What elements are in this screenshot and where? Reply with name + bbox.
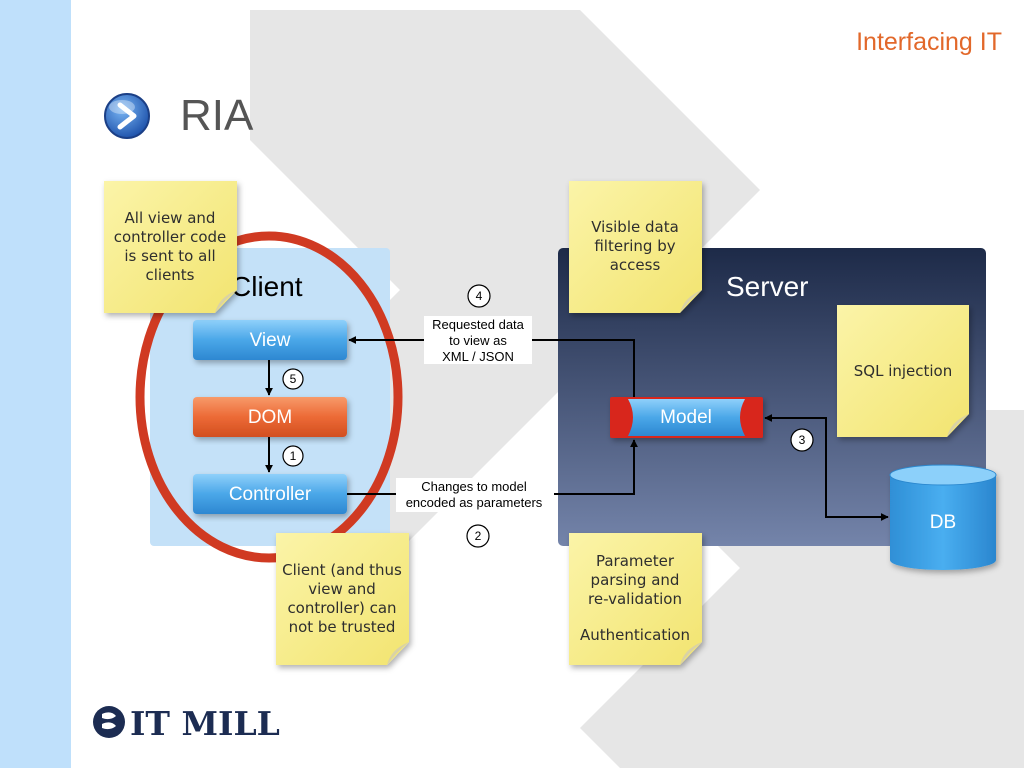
step-number: 3 (799, 433, 806, 447)
view-box-label: View (250, 330, 291, 351)
server-title: Server (726, 271, 808, 302)
note-line: Client (and thus (282, 561, 402, 579)
edge-label-changes-line-1: Changes to model (421, 479, 527, 494)
edge-label-changes-line-2: encoded as parameters (406, 495, 543, 510)
note-line: Visible data (591, 218, 679, 236)
note-line: access (610, 256, 661, 274)
sticky-note-visible-data: Visible data filtering by access (569, 181, 702, 313)
note-line: controller) can (287, 599, 396, 617)
page-title: RIA (180, 91, 254, 140)
step-number: 4 (476, 289, 483, 303)
dom-box-label: DOM (248, 407, 292, 428)
note-line: controller code (114, 228, 227, 246)
note-line: not be trusted (289, 618, 396, 636)
step-marker-5: 5 (282, 368, 304, 390)
controller-box: Controller (193, 474, 347, 514)
db-label: DB (930, 512, 956, 533)
edge-label-requested-data: Requested data to view as XML / JSON (424, 316, 532, 364)
sticky-note-client-code: All view and controller code is sent to … (104, 181, 237, 313)
note-line: All view and (125, 209, 216, 227)
edge-label-requested-line-1: Requested data (432, 317, 525, 332)
sidebar-strip (0, 0, 71, 768)
step-marker-4: 4 (467, 284, 491, 308)
arrow-badge-icon (104, 93, 150, 139)
note-line: clients (145, 266, 194, 284)
controller-box-label: Controller (229, 484, 312, 505)
step-marker-1: 1 (282, 445, 304, 467)
note-line: SQL injection (854, 362, 953, 380)
brand-tagline: Interfacing IT (856, 28, 1002, 56)
note-line: filtering by (594, 237, 675, 255)
logo-mark-icon (93, 706, 125, 738)
note-line: Parameter (596, 552, 675, 570)
edge-label-requested-line-3: XML / JSON (442, 349, 514, 364)
edge-label-changes: Changes to model encoded as parameters (396, 478, 554, 512)
client-oval (135, 231, 403, 563)
step-number: 2 (475, 529, 482, 543)
model-box-label: Model (660, 407, 712, 428)
sticky-note-not-trusted: Client (and thus view and controller) ca… (276, 533, 409, 665)
edge-label-requested-line-2: to view as (449, 333, 507, 348)
view-box: View (193, 320, 347, 360)
note-line: is sent to all (124, 247, 215, 265)
client-title: Client (231, 271, 303, 302)
model-box: Model (610, 397, 763, 438)
arrow-model-db (764, 414, 889, 521)
note-line: Authentication (580, 626, 690, 644)
dom-box: DOM (193, 397, 347, 437)
note-line: re-validation (588, 590, 682, 608)
step-number: 5 (290, 372, 297, 386)
note-line: parsing and (591, 571, 680, 589)
sticky-note-param-parsing: Parameter parsing and re-validation Auth… (569, 533, 702, 665)
note-line: view and (308, 580, 376, 598)
logo-text: IT MILL (130, 704, 280, 743)
db-cylinder: DB (889, 464, 997, 570)
step-marker-3: 3 (790, 428, 814, 452)
it-mill-logo: IT MILL (93, 704, 280, 743)
sticky-note-sql-injection: SQL injection (837, 305, 969, 437)
step-number: 1 (290, 449, 297, 463)
step-marker-2: 2 (466, 524, 490, 548)
